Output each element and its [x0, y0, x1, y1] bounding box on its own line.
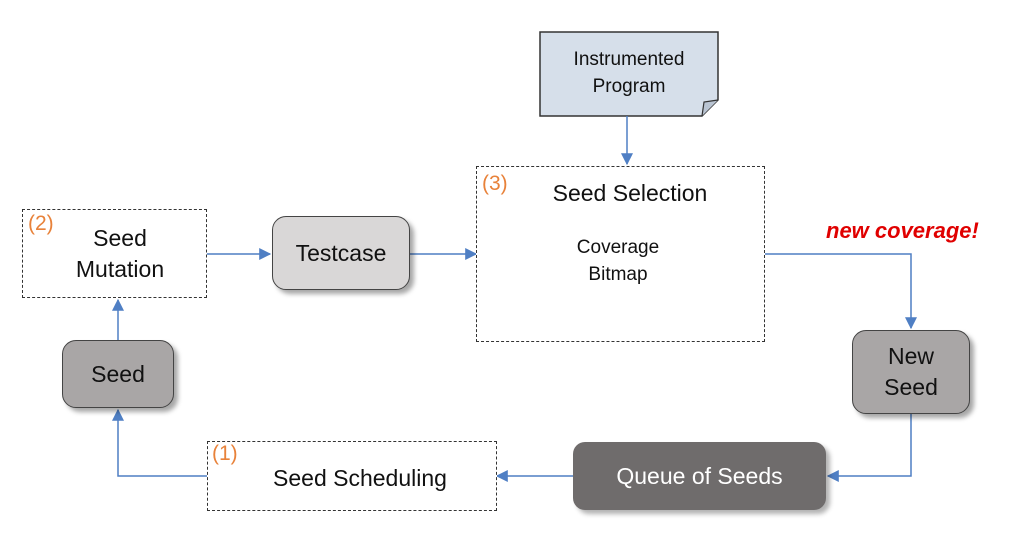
new-seed-label: New Seed	[884, 343, 938, 400]
seed-box: Seed	[62, 340, 174, 408]
seed-mutation-label: Seed Mutation	[75, 225, 165, 282]
arrow-scheduling-to-seed	[112, 408, 207, 477]
seed-selection-number: (3)	[482, 172, 508, 195]
seed-mutation-number: (2)	[28, 212, 54, 235]
queue-of-seeds-label: Queue of Seeds	[616, 462, 783, 489]
seed-label: Seed	[91, 360, 145, 387]
seed-scheduling-label: Seed Scheduling	[273, 464, 447, 491]
seed-scheduling-number: (1)	[212, 442, 238, 465]
testcase-box: Testcase	[272, 216, 410, 290]
arrow-selection-to-new-seed	[765, 253, 917, 330]
testcase-label: Testcase	[295, 239, 387, 266]
arrow-new-seed-to-queue	[826, 414, 912, 482]
new-seed-box: New Seed	[852, 330, 970, 414]
seed-mutation-box	[22, 209, 207, 298]
seed-scheduling-box	[207, 441, 497, 511]
seed-selection-box	[476, 166, 765, 342]
queue-of-seeds-box: Queue of Seeds	[573, 442, 826, 510]
instrumented-program-label: Instrumented Program	[573, 49, 685, 97]
new-coverage-annotation: new coverage!	[826, 218, 979, 243]
seed-selection-label: Seed Selection	[552, 179, 708, 206]
coverage-bitmap-label: Coverage Bitmap	[576, 237, 660, 285]
